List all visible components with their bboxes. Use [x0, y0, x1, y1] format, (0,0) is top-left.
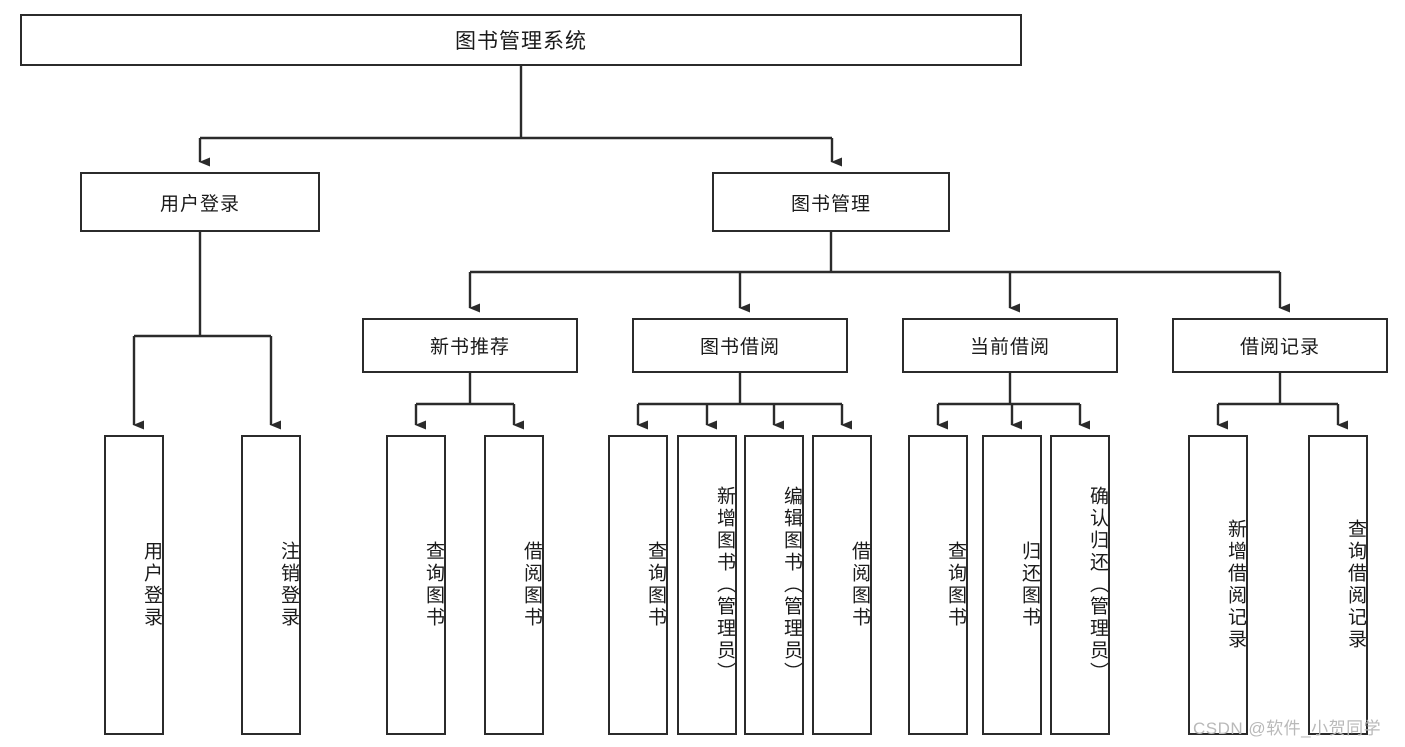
- leaf-logout[interactable]: 注销登录: [241, 435, 301, 735]
- leaf-query-book-current[interactable]: 查询图书: [908, 435, 968, 735]
- leaf-add-borrow-record[interactable]: 新增借阅记录: [1188, 435, 1248, 735]
- node-user-login[interactable]: 用户登录: [80, 172, 320, 232]
- node-book-borrow-label: 图书借阅: [699, 337, 780, 358]
- leaf-user-login[interactable]: 用户登录: [104, 435, 164, 735]
- leaf-confirm-return-admin[interactable]: 确认归还（管理员）: [1050, 435, 1110, 735]
- node-current-borrow-label: 当前借阅: [969, 337, 1050, 358]
- leaf-label: 查询图书: [423, 541, 444, 629]
- node-current-borrow[interactable]: 当前借阅: [902, 318, 1118, 373]
- node-new-book-recommend[interactable]: 新书推荐: [362, 318, 578, 373]
- node-borrow-record-label: 借阅记录: [1239, 337, 1320, 358]
- leaf-add-book-admin[interactable]: 新增图书（管理员）: [677, 435, 737, 735]
- node-root-label: 图书管理系统: [455, 30, 587, 53]
- leaf-label: 新增图书（管理员）: [714, 486, 735, 684]
- leaf-label: 查询图书: [945, 541, 966, 629]
- node-borrow-record[interactable]: 借阅记录: [1172, 318, 1388, 373]
- csdn-watermark: CSDN @软件_小贺同学: [1193, 719, 1382, 738]
- leaf-label: 借阅图书: [521, 541, 542, 629]
- leaf-return-book[interactable]: 归还图书: [982, 435, 1042, 735]
- leaf-label: 查询图书: [645, 541, 666, 629]
- leaf-edit-book-admin[interactable]: 编辑图书（管理员）: [744, 435, 804, 735]
- node-book-borrow[interactable]: 图书借阅: [632, 318, 848, 373]
- node-book-management-label: 图书管理: [790, 193, 871, 215]
- node-root[interactable]: 图书管理系统: [20, 14, 1022, 66]
- node-user-login-label: 用户登录: [159, 193, 240, 215]
- leaf-borrow-book[interactable]: 借阅图书: [812, 435, 872, 735]
- leaf-label: 借阅图书: [849, 541, 870, 629]
- leaf-borrow-book-recommend[interactable]: 借阅图书: [484, 435, 544, 735]
- leaf-query-book-borrow[interactable]: 查询图书: [608, 435, 668, 735]
- leaf-label: 查询借阅记录: [1345, 519, 1366, 651]
- leaf-label: 编辑图书（管理员）: [781, 486, 802, 684]
- leaf-label: 新增借阅记录: [1225, 519, 1246, 651]
- leaf-query-borrow-record[interactable]: 查询借阅记录: [1308, 435, 1368, 735]
- leaf-label: 用户登录: [141, 541, 162, 629]
- node-book-management[interactable]: 图书管理: [712, 172, 950, 232]
- leaf-label: 归还图书: [1019, 541, 1040, 629]
- leaf-label: 确认归还（管理员）: [1087, 486, 1108, 684]
- leaf-label: 注销登录: [278, 541, 299, 629]
- leaf-query-book-recommend[interactable]: 查询图书: [386, 435, 446, 735]
- node-new-book-recommend-label: 新书推荐: [429, 337, 510, 358]
